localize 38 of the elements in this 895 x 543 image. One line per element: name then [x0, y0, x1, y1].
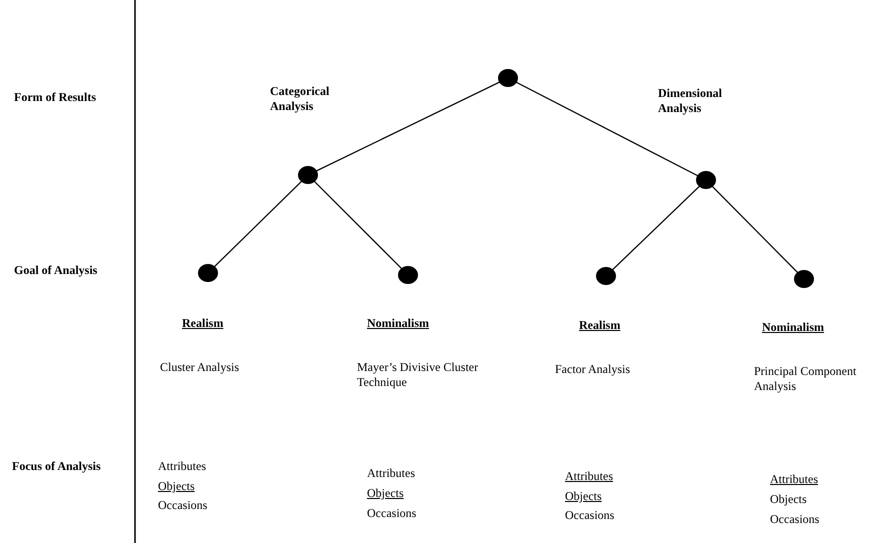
- label-text: Objects: [565, 489, 603, 504]
- row-heading: Form of Results: [14, 90, 97, 105]
- node-dot: [696, 171, 716, 189]
- edge-label: Categorical Analysis: [270, 84, 330, 114]
- connector-line: [712, 186, 798, 274]
- edge-label: Dimensional Analysis: [658, 86, 724, 116]
- node-dot: [398, 266, 418, 284]
- label-text: Attributes: [367, 466, 416, 481]
- column-heading: Nominalism: [762, 320, 824, 335]
- label-text: Occasions: [770, 512, 820, 527]
- column-heading: Nominalism: [367, 316, 430, 331]
- node-dot: [298, 166, 318, 184]
- label-text: Factor Analysis: [555, 362, 631, 377]
- column-heading: Realism: [182, 316, 224, 331]
- connector-line: [612, 186, 700, 270]
- node-dot: [198, 264, 218, 282]
- connector-line: [214, 180, 302, 268]
- label-text: Attributes: [770, 472, 819, 487]
- node-dot: [794, 270, 814, 288]
- connector-line: [316, 81, 500, 172]
- row-heading: Goal of Analysis: [14, 263, 98, 278]
- label-text: Occasions: [565, 508, 616, 523]
- label-text: Occasions: [367, 506, 418, 521]
- node-dot: [596, 267, 616, 285]
- label-text: Objects: [770, 492, 808, 507]
- node-dot: [498, 69, 518, 87]
- label-text: Objects: [367, 486, 405, 501]
- label-text: Attributes: [158, 459, 207, 474]
- label-text: Objects: [158, 479, 196, 494]
- row-heading: Focus of Analysis: [12, 459, 102, 474]
- label-text: Cluster Analysis: [160, 360, 240, 375]
- column-heading: Realism: [579, 318, 620, 333]
- label-text: Attributes: [565, 469, 614, 484]
- connector-line: [314, 180, 402, 270]
- label-text: Occasions: [158, 498, 208, 513]
- connector-line: [516, 82, 698, 176]
- label-text: Principal Component Analysis: [754, 364, 858, 394]
- label-text: Mayer’s Divisive Cluster Technique: [357, 360, 480, 390]
